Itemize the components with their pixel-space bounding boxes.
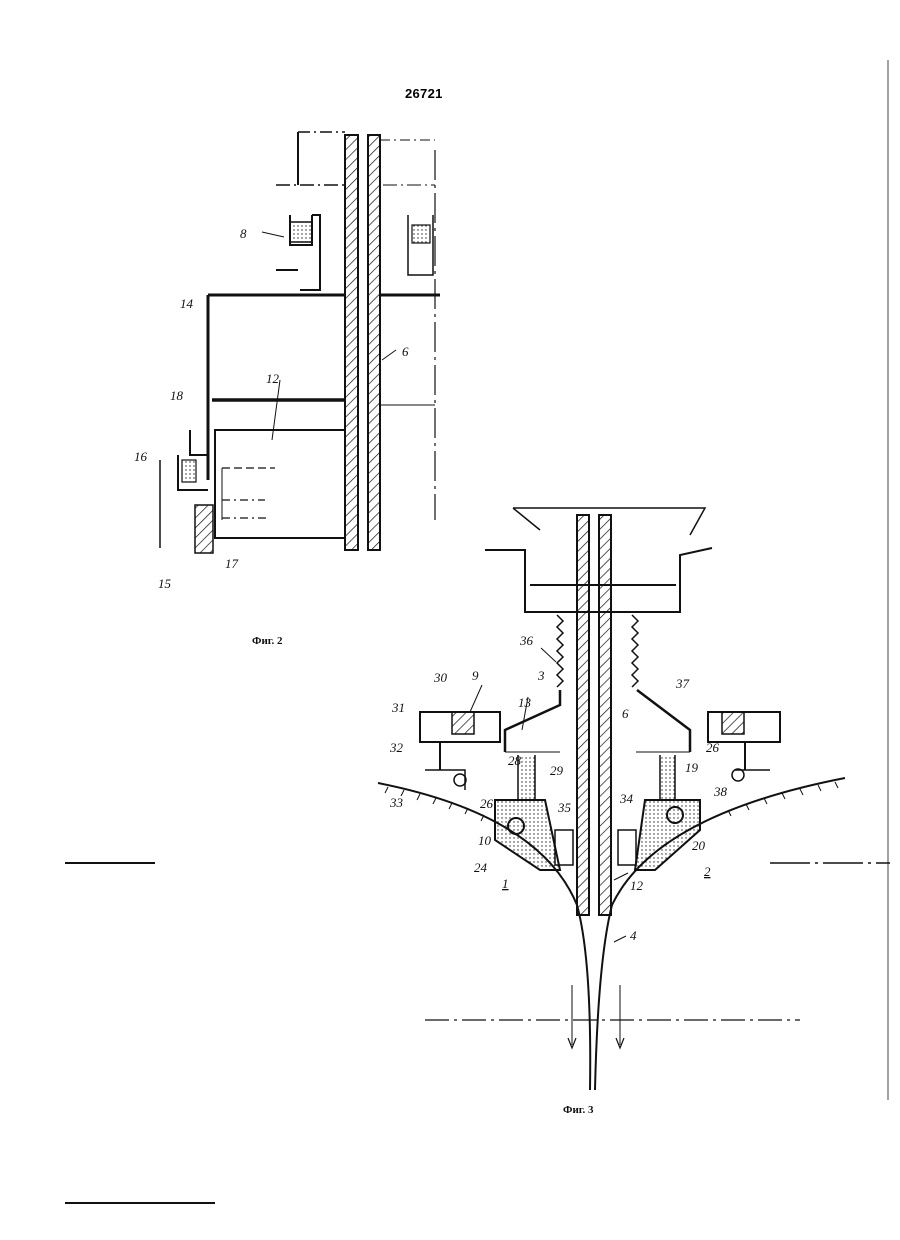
fig3-label-19: 19 (685, 760, 699, 775)
fig3-label-36: 36 (519, 633, 534, 648)
figure-2 (160, 132, 440, 553)
patent-number: 26721 (405, 86, 443, 101)
fig3-label-37: 37 (675, 676, 690, 691)
fig2-label-17: 17 (225, 556, 239, 571)
fig3-label-3: 3 (537, 668, 545, 683)
fig3-label-34: 34 (619, 791, 634, 806)
fig3-caption: Фиг. 3 (563, 1104, 594, 1116)
fig3-label-1: 1 (502, 876, 509, 891)
fig3-label-2: 2 (704, 864, 711, 879)
fig3-label-9: 9 (472, 668, 479, 683)
fig3-label-12: 12 (630, 878, 644, 893)
fig2-label-6: 6 (402, 344, 409, 359)
fig3-label-32: 32 (389, 740, 404, 755)
fig2-label-15: 15 (158, 576, 172, 591)
fig3-label-31: 31 (391, 700, 405, 715)
fig3-label-26-left: 26 (480, 796, 494, 811)
fig2-label-12: 12 (266, 371, 280, 386)
fig3-label-29: 29 (550, 763, 564, 778)
fig3-label-20: 20 (692, 838, 706, 853)
fig3-tube-wall-right (599, 515, 611, 915)
fig2-label-8: 8 (240, 226, 247, 241)
fig2-caption: Фиг. 2 (252, 635, 283, 647)
fig3-label-30: 30 (433, 670, 448, 685)
fig2-tube-wall-left (345, 135, 358, 550)
figure-3 (378, 508, 845, 1090)
fig3-label-35: 35 (557, 800, 572, 815)
fig2-tube-wall-right (368, 135, 380, 550)
fig2-label-16: 16 (134, 449, 148, 464)
fig2-label-14: 14 (180, 296, 194, 311)
fig3-label-28: 28 (508, 753, 522, 768)
fig3-label-24: 24 (474, 860, 488, 875)
fig2-label-18: 18 (170, 388, 184, 403)
fig3-tube-wall-left (577, 515, 589, 915)
fig3-label-4: 4 (630, 928, 637, 943)
fig3-label-33: 33 (389, 795, 404, 810)
fig3-label-38: 38 (713, 784, 728, 799)
fig3-label-26-right: 26 (706, 740, 720, 755)
fig3-label-13: 13 (518, 695, 532, 710)
fig3-label-10: 10 (478, 833, 492, 848)
fig3-label-6: 6 (622, 706, 629, 721)
